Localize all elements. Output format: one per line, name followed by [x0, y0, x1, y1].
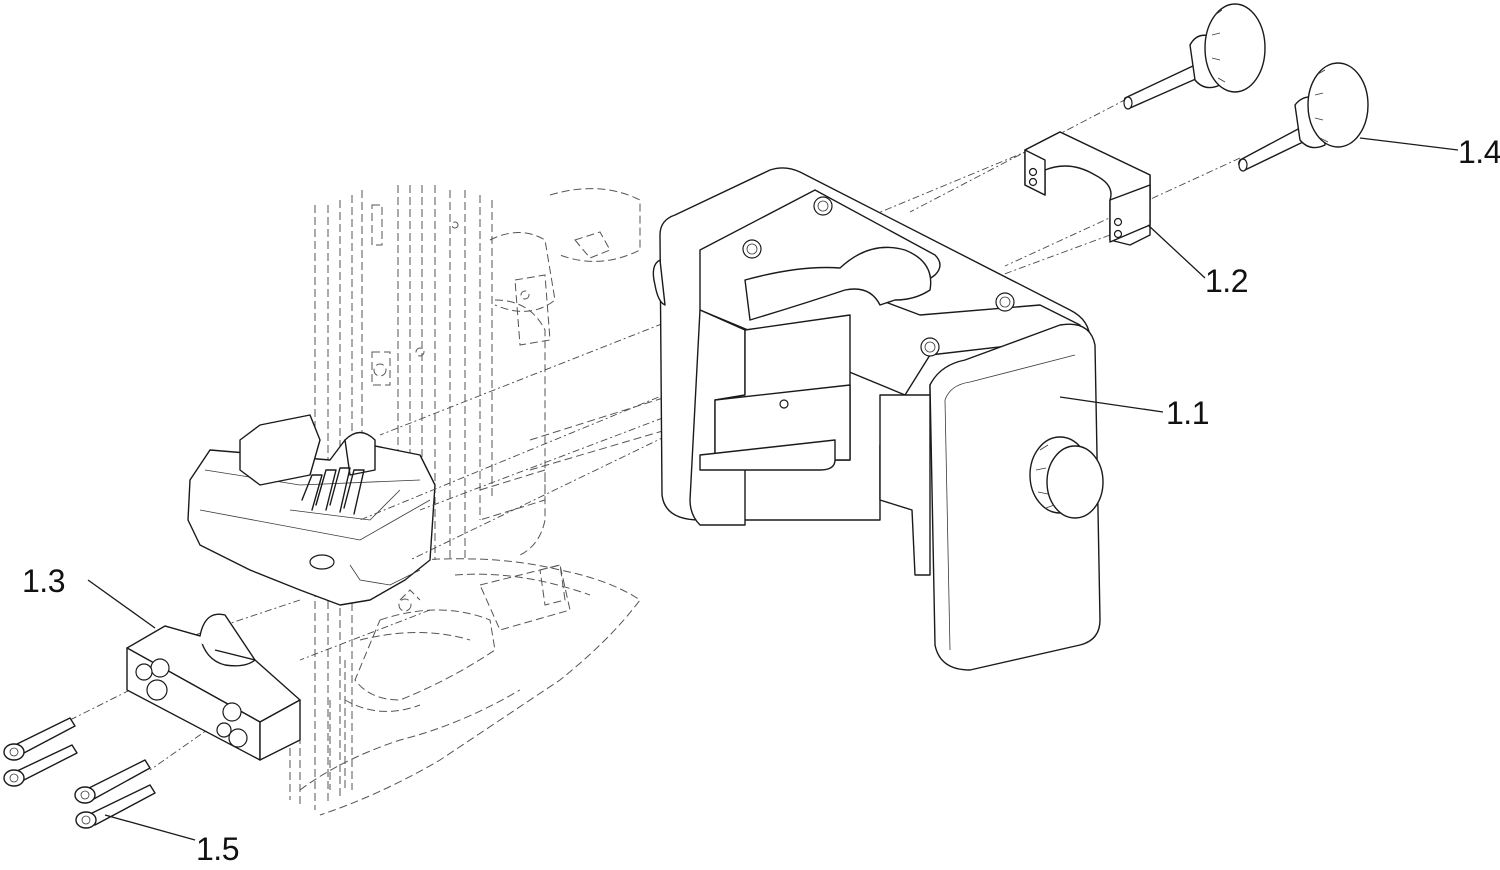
- housing-knob: [1029, 436, 1104, 519]
- battery-charger-unit: [187, 414, 436, 606]
- leader-1-3: [87, 579, 156, 629]
- leader-1-1: [1059, 396, 1164, 413]
- housing-part-1-1: [652, 167, 1104, 671]
- cap-screws-part-1-5: [3, 717, 156, 829]
- leader-lines: [87, 137, 1459, 841]
- callout-1-5: 1.5: [196, 831, 239, 867]
- clamp-block-part-1-3: [126, 613, 301, 761]
- callout-1-4: 1.4: [1458, 134, 1500, 170]
- callout-labels: 1.1 1.2 1.3 1.4 1.5: [22, 134, 1500, 867]
- clamp-part-1-2: [1024, 131, 1151, 246]
- leader-1-2: [1147, 224, 1206, 279]
- leader-1-4: [1359, 137, 1459, 151]
- callout-1-2: 1.2: [1205, 263, 1248, 299]
- leader-1-5: [104, 814, 196, 841]
- thumbscrews-part-1-4: [1123, 3, 1369, 172]
- callout-1-3: 1.3: [22, 563, 65, 599]
- callout-1-1: 1.1: [1166, 395, 1209, 431]
